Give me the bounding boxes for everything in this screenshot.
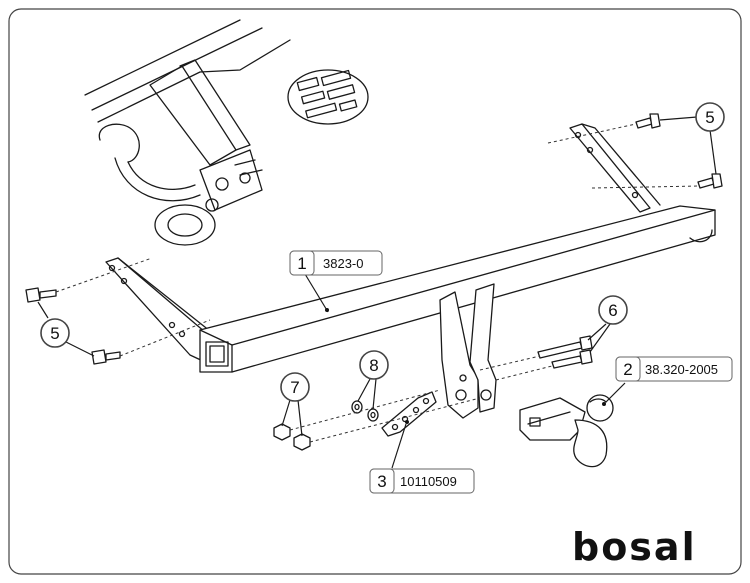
- part-3-number-box: [369, 468, 395, 494]
- bolt-illustrations-5: [25, 113, 723, 365]
- callout-7-leaders: [281, 399, 303, 437]
- callout-7-number: 7: [290, 378, 299, 397]
- part-2-code: 38.320-2005: [645, 362, 718, 377]
- callout-5-right-leaders: [659, 116, 717, 175]
- callout-8-leaders: [357, 378, 377, 410]
- part-3-number: 3: [377, 472, 386, 491]
- bosal-logo: bosal: [572, 525, 697, 569]
- callout-5-right-circle: [695, 102, 725, 132]
- bolt-illustrations-6: [537, 335, 593, 369]
- callout-8-number: 8: [369, 356, 378, 375]
- part-1-leader-dot: [325, 308, 329, 312]
- callout-6-leaders: [587, 323, 611, 353]
- callout-6-number: 6: [608, 301, 617, 320]
- part-1-number-box: [289, 250, 315, 276]
- callout-6-circle: [598, 295, 628, 325]
- part-2-leader-dot: [602, 402, 606, 406]
- mounting-plate-illustration: [381, 391, 437, 437]
- part-1-leader: [304, 273, 329, 313]
- callout-7-circle: [280, 372, 310, 402]
- part-3-code: 10110509: [400, 474, 457, 489]
- callout-8-circle: [359, 350, 389, 380]
- part-2-leader: [605, 382, 626, 403]
- callout-5-right-number: 5: [705, 108, 714, 127]
- crossbar-illustration: [105, 123, 716, 419]
- callout-5-left-leaders: [37, 301, 95, 357]
- vehicle-mount-detail-illustration: [84, 19, 369, 246]
- part-3-leader-dot: [405, 420, 409, 424]
- part-1-code: 3823-0: [323, 256, 363, 271]
- assembly-guide-lines: [55, 123, 701, 443]
- callout-5-left-circle: [40, 318, 70, 348]
- tow-ball-illustration: [519, 394, 614, 468]
- nut-washer-illustrations: [273, 400, 379, 451]
- part-2-number-box: [615, 356, 641, 382]
- part-3-leader: [391, 423, 407, 469]
- callout-5-left-number: 5: [50, 324, 59, 343]
- part-1-number: 1: [297, 254, 306, 273]
- part-2-number: 2: [623, 360, 632, 379]
